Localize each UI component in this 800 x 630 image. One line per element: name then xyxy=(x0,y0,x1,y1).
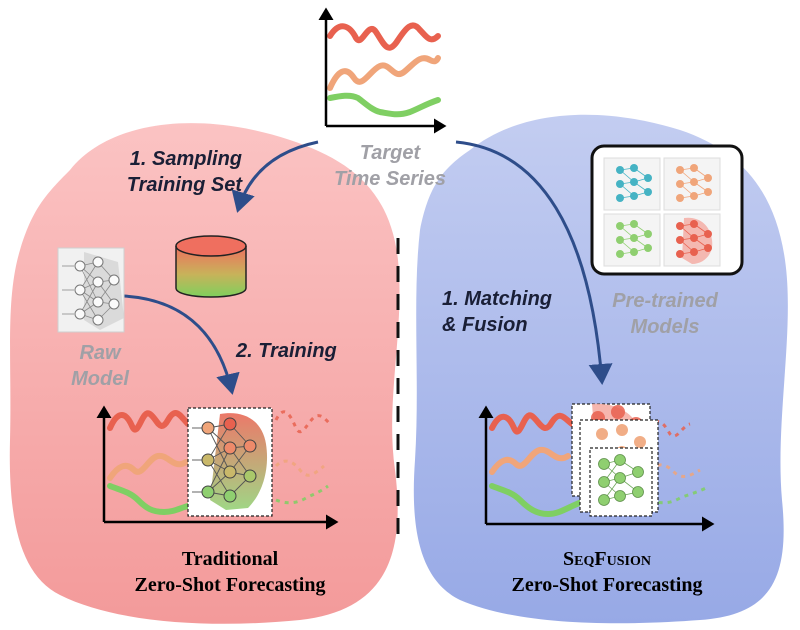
sampling-label: 1. Sampling Training Set xyxy=(120,146,242,198)
arrow-to-training xyxy=(123,294,240,395)
pretrained-label: Pre-trained Models xyxy=(600,288,730,340)
forecast-plot-icon xyxy=(96,405,339,530)
matching-label: 1. Matching & Fusion xyxy=(442,286,552,338)
arrow-to-fusion xyxy=(455,140,613,385)
matching-line2: & Fusion xyxy=(442,314,528,336)
trained-model-icon xyxy=(187,407,273,517)
left-title: Traditional Zero-Shot Forecasting xyxy=(80,546,380,598)
sampling-line2: Training Set xyxy=(126,174,242,196)
right-title-brand: SeqFusion xyxy=(563,548,651,570)
fused-model-stack-icon xyxy=(571,403,659,517)
left-title-line2: Zero-Shot Forecasting xyxy=(134,574,326,596)
arrow-to-training-set xyxy=(231,140,319,213)
target-series-line2: Time Series xyxy=(334,168,446,190)
raw-model-line2: Model xyxy=(71,368,129,390)
model-stack-icon xyxy=(590,144,744,276)
right-title: SeqFusion Zero-Shot Forecasting xyxy=(452,546,762,598)
training-label: 2. Training xyxy=(236,340,337,362)
database-icon xyxy=(175,235,247,298)
time-series-plot-icon xyxy=(318,7,447,134)
target-series-line1: Target xyxy=(359,142,421,164)
raw-model-line1: Raw xyxy=(79,342,121,364)
target-series-label: Target Time Series xyxy=(330,140,450,192)
pretrained-line2: Models xyxy=(630,316,700,338)
pretrained-line1: Pre-trained xyxy=(612,290,718,312)
sampling-line1: 1. Sampling xyxy=(129,148,242,170)
neural-network-icon xyxy=(57,247,125,333)
matching-line1: 1. Matching xyxy=(442,288,553,310)
right-title-line2: Zero-Shot Forecasting xyxy=(511,574,703,596)
raw-model-label: Raw Model xyxy=(60,340,140,392)
left-title-line1: Traditional xyxy=(181,548,279,570)
